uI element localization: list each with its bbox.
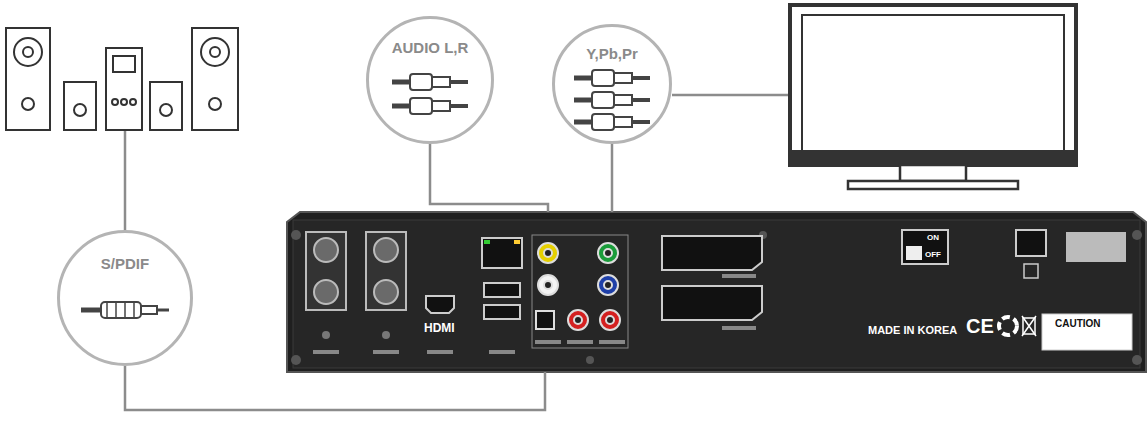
cable-connector: [125, 366, 545, 410]
cable-icon: [369, 19, 491, 141]
tv-set: [790, 5, 1076, 189]
panel-marking: MADE IN KOREA: [868, 324, 957, 336]
switch-label: OFF: [925, 250, 941, 259]
callout-title: Y,Pb,Pr: [586, 45, 638, 62]
cable-line: [611, 144, 614, 212]
port-label: HDMI: [424, 321, 455, 335]
rear-panel: [287, 212, 1146, 372]
speaker-system: [6, 28, 238, 130]
callout-title: S/PDIF: [101, 255, 149, 272]
cable-line: [125, 366, 545, 410]
component-callout-circle: Y,Pb,Pr: [552, 24, 672, 144]
leader-line: [672, 94, 790, 97]
spdif-callout-circle: S/PDIF: [57, 230, 193, 366]
cable-icon: [555, 27, 669, 141]
certification-mark: CE: [966, 315, 994, 338]
caution-label: CAUTION: [1055, 318, 1101, 329]
switch-label: ON: [927, 233, 939, 242]
rear-panel-box: MADE IN KOREA: [287, 212, 1146, 372]
cable-line: [430, 144, 548, 212]
leader-line: [124, 130, 127, 232]
cable-connector: [612, 144, 613, 212]
audio-callout-circle: AUDIO L,R: [366, 16, 494, 144]
callout-title: AUDIO L,R: [392, 39, 469, 56]
cable-connector: [430, 144, 548, 212]
cable-icon: [60, 233, 190, 363]
